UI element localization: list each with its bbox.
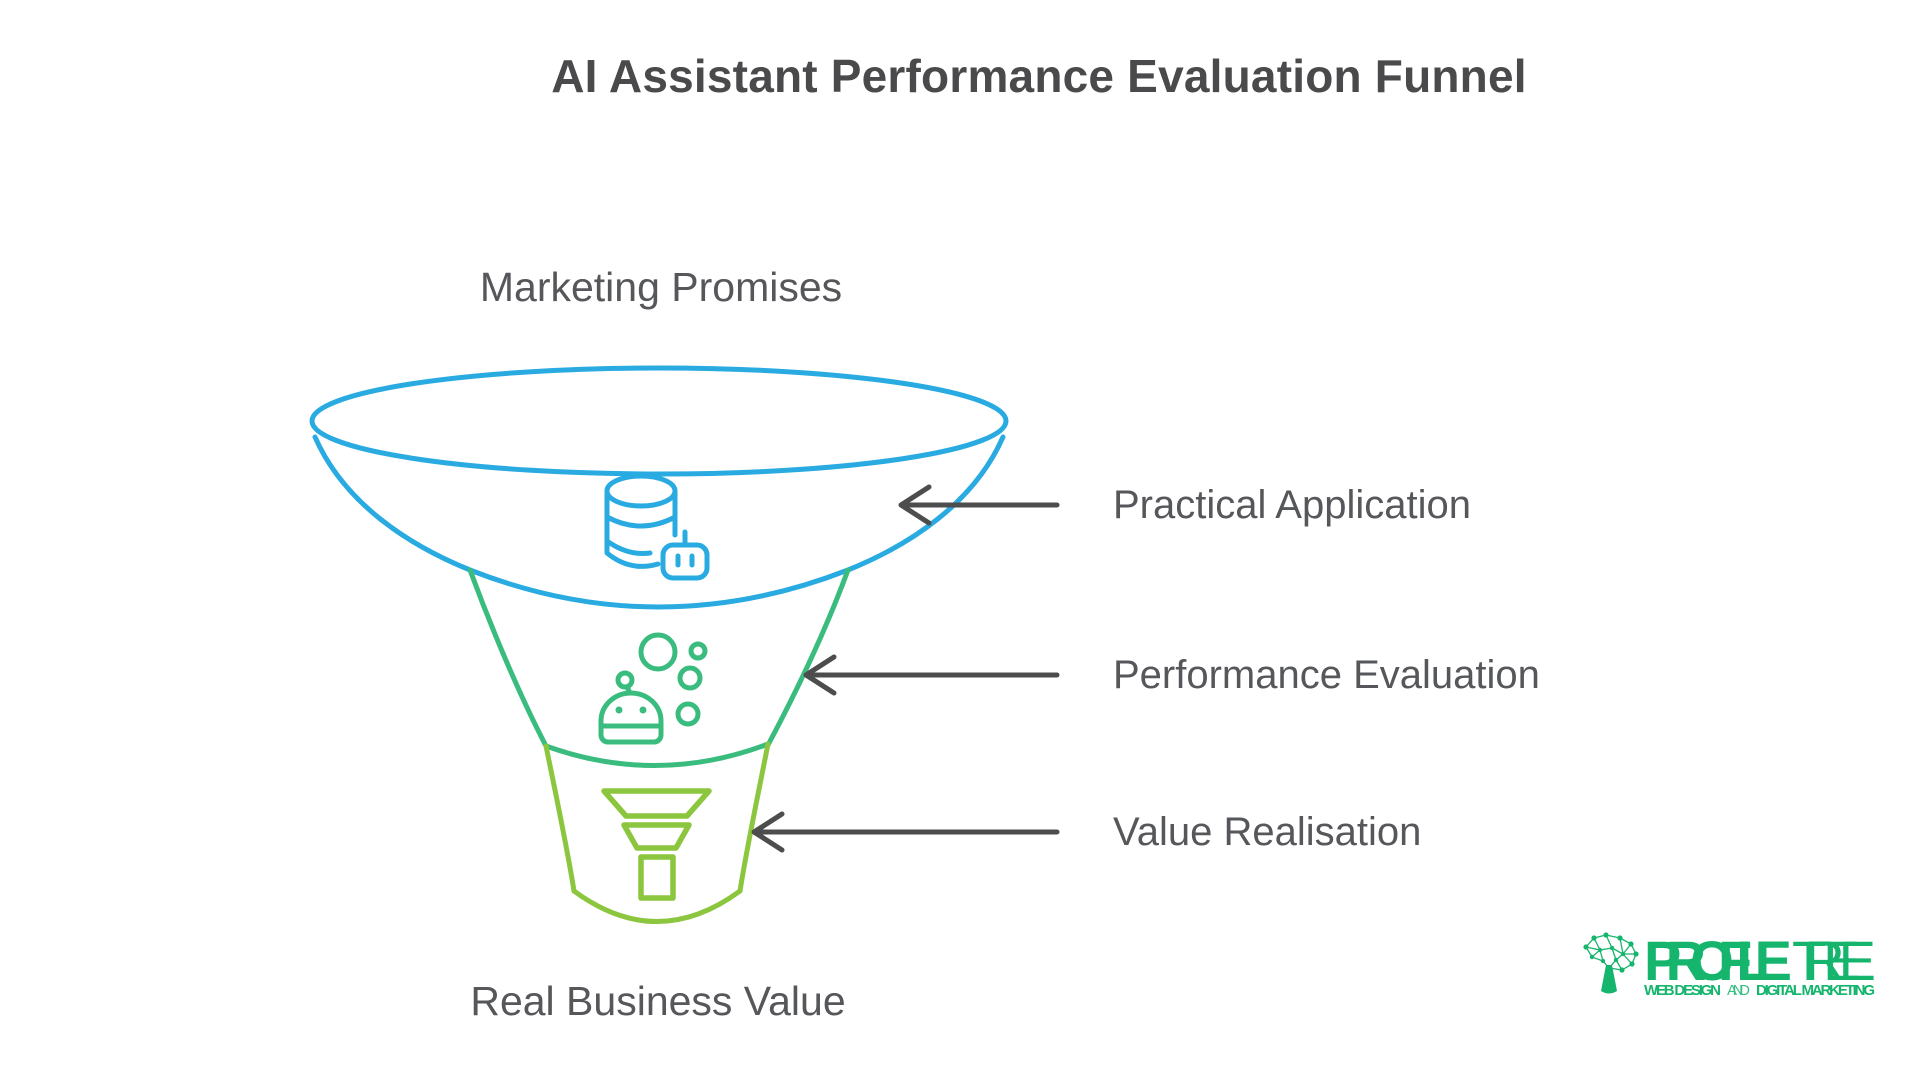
- logo-tagline-digital-marketing: DIGITAL MARKETING: [1756, 982, 1875, 999]
- funnel-bottom-arc: [571, 888, 743, 924]
- profiletree-tree-icon: [1583, 932, 1639, 994]
- arrow-practical-application: [898, 484, 1060, 526]
- robot-bubbles-icon: [598, 632, 708, 745]
- funnel-boundary-middle: [543, 741, 771, 768]
- funnel-wall-left-top: [312, 434, 473, 573]
- funnel-input-label: Marketing Promises: [479, 264, 843, 310]
- funnel-boundary-top: [467, 567, 851, 610]
- funnel-output-label: Real Business Value: [470, 978, 846, 1024]
- logo-tagline-and: AND: [1727, 982, 1750, 999]
- logo-brand-light: TREE: [1792, 931, 1876, 992]
- mini-funnel-icon: [601, 788, 712, 901]
- stage-label-practical-application: Practical Application: [1113, 482, 1471, 527]
- arrow-performance-evaluation: [803, 654, 1060, 696]
- page-title: AI Assistant Performance Evaluation Funn…: [551, 50, 1527, 102]
- funnel-wall-left-bottom: [543, 743, 577, 894]
- database-robot-icon: [604, 473, 710, 581]
- funnel-wall-right-top: [845, 434, 1006, 573]
- stage-label-performance-evaluation: Performance Evaluation: [1113, 652, 1540, 697]
- svg-text:PROFILETREE: PROFILETREE: [1644, 931, 1876, 992]
- funnel-top-ellipse: [309, 365, 1009, 477]
- profiletree-logo: PROFILETREE WEB DESIGN AND DIGITAL MARKETI…: [1583, 931, 1876, 999]
- arrow-value-realisation: [751, 811, 1060, 853]
- logo-brand-bold: PROFILE: [1644, 931, 1792, 992]
- funnel-wall-left-middle: [467, 567, 549, 749]
- funnel-wall-right-bottom: [737, 741, 771, 894]
- logo-tagline-web-design: WEB DESIGN: [1644, 982, 1721, 999]
- funnel-wall-right-middle: [765, 567, 851, 748]
- stage-label-value-realisation: Value Realisation: [1113, 809, 1422, 854]
